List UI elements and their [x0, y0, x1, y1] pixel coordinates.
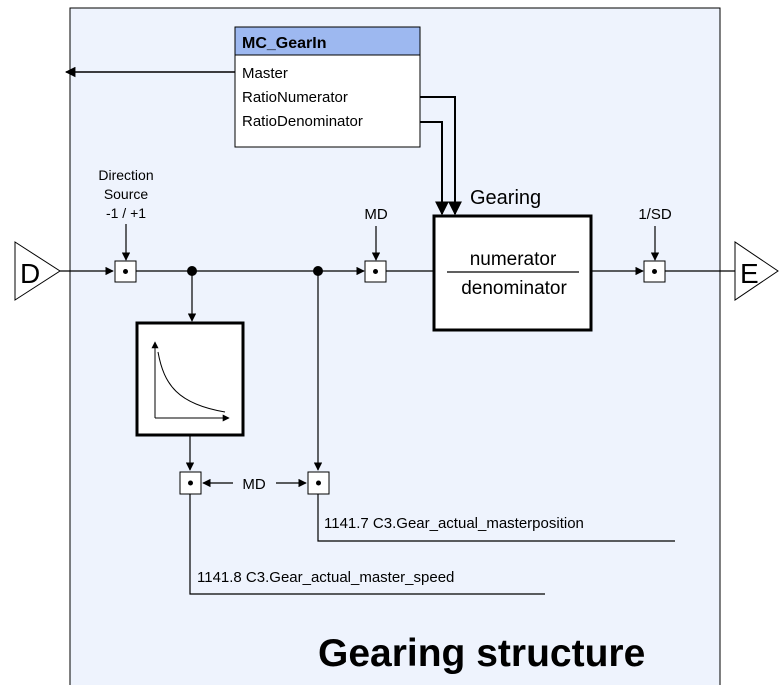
direction-multiplier — [114, 260, 137, 283]
block-header — [234, 26, 421, 56]
filter-block — [135, 321, 245, 437]
masterposition-line — [317, 494, 675, 542]
svg-text:E: E — [740, 258, 759, 289]
block-input-ratio-denominator: RatioDenominator — [242, 113, 363, 130]
block-title: MC_GearIn — [242, 35, 326, 52]
direction-label-2: Source — [104, 186, 149, 202]
md-multiplier — [364, 260, 387, 283]
gearing-numerator: numerator — [470, 249, 557, 270]
exponential-decay-curve-icon — [151, 341, 230, 422]
block-input-master: Master — [242, 65, 288, 82]
ratio-numerator-line — [420, 96, 462, 216]
md-label: MD — [364, 206, 387, 223]
caption: Gearing structure — [318, 632, 645, 675]
param-master-speed: 1141.8 C3.Gear_actual_master_speed — [197, 569, 454, 586]
direction-label-1: Direction — [98, 167, 153, 183]
speed-multiplier — [179, 471, 202, 495]
md-between-label: MD — [242, 476, 265, 493]
gearing-denominator: denominator — [461, 278, 567, 299]
gearing-title: Gearing — [470, 187, 541, 209]
svg-text:D: D — [20, 258, 40, 289]
direction-label-3: -1 / +1 — [106, 205, 146, 221]
master-speed-line — [189, 494, 545, 595]
block-input-ratio-numerator: RatioNumerator — [242, 89, 348, 106]
sd-multiplier — [643, 260, 666, 283]
sd-label: 1/SD — [638, 206, 672, 223]
position-multiplier — [307, 471, 330, 495]
param-masterposition: 1141.7 C3.Gear_actual_masterposition — [324, 515, 584, 532]
ratio-denominator-line — [420, 121, 449, 216]
output-port-e: E — [734, 241, 779, 301]
mc-gearin-block: MC_GearIn Master RatioNumerator RatioDen… — [234, 26, 421, 148]
gearing-block: numerator denominator — [432, 214, 593, 332]
input-port-d: D — [14, 241, 61, 301]
